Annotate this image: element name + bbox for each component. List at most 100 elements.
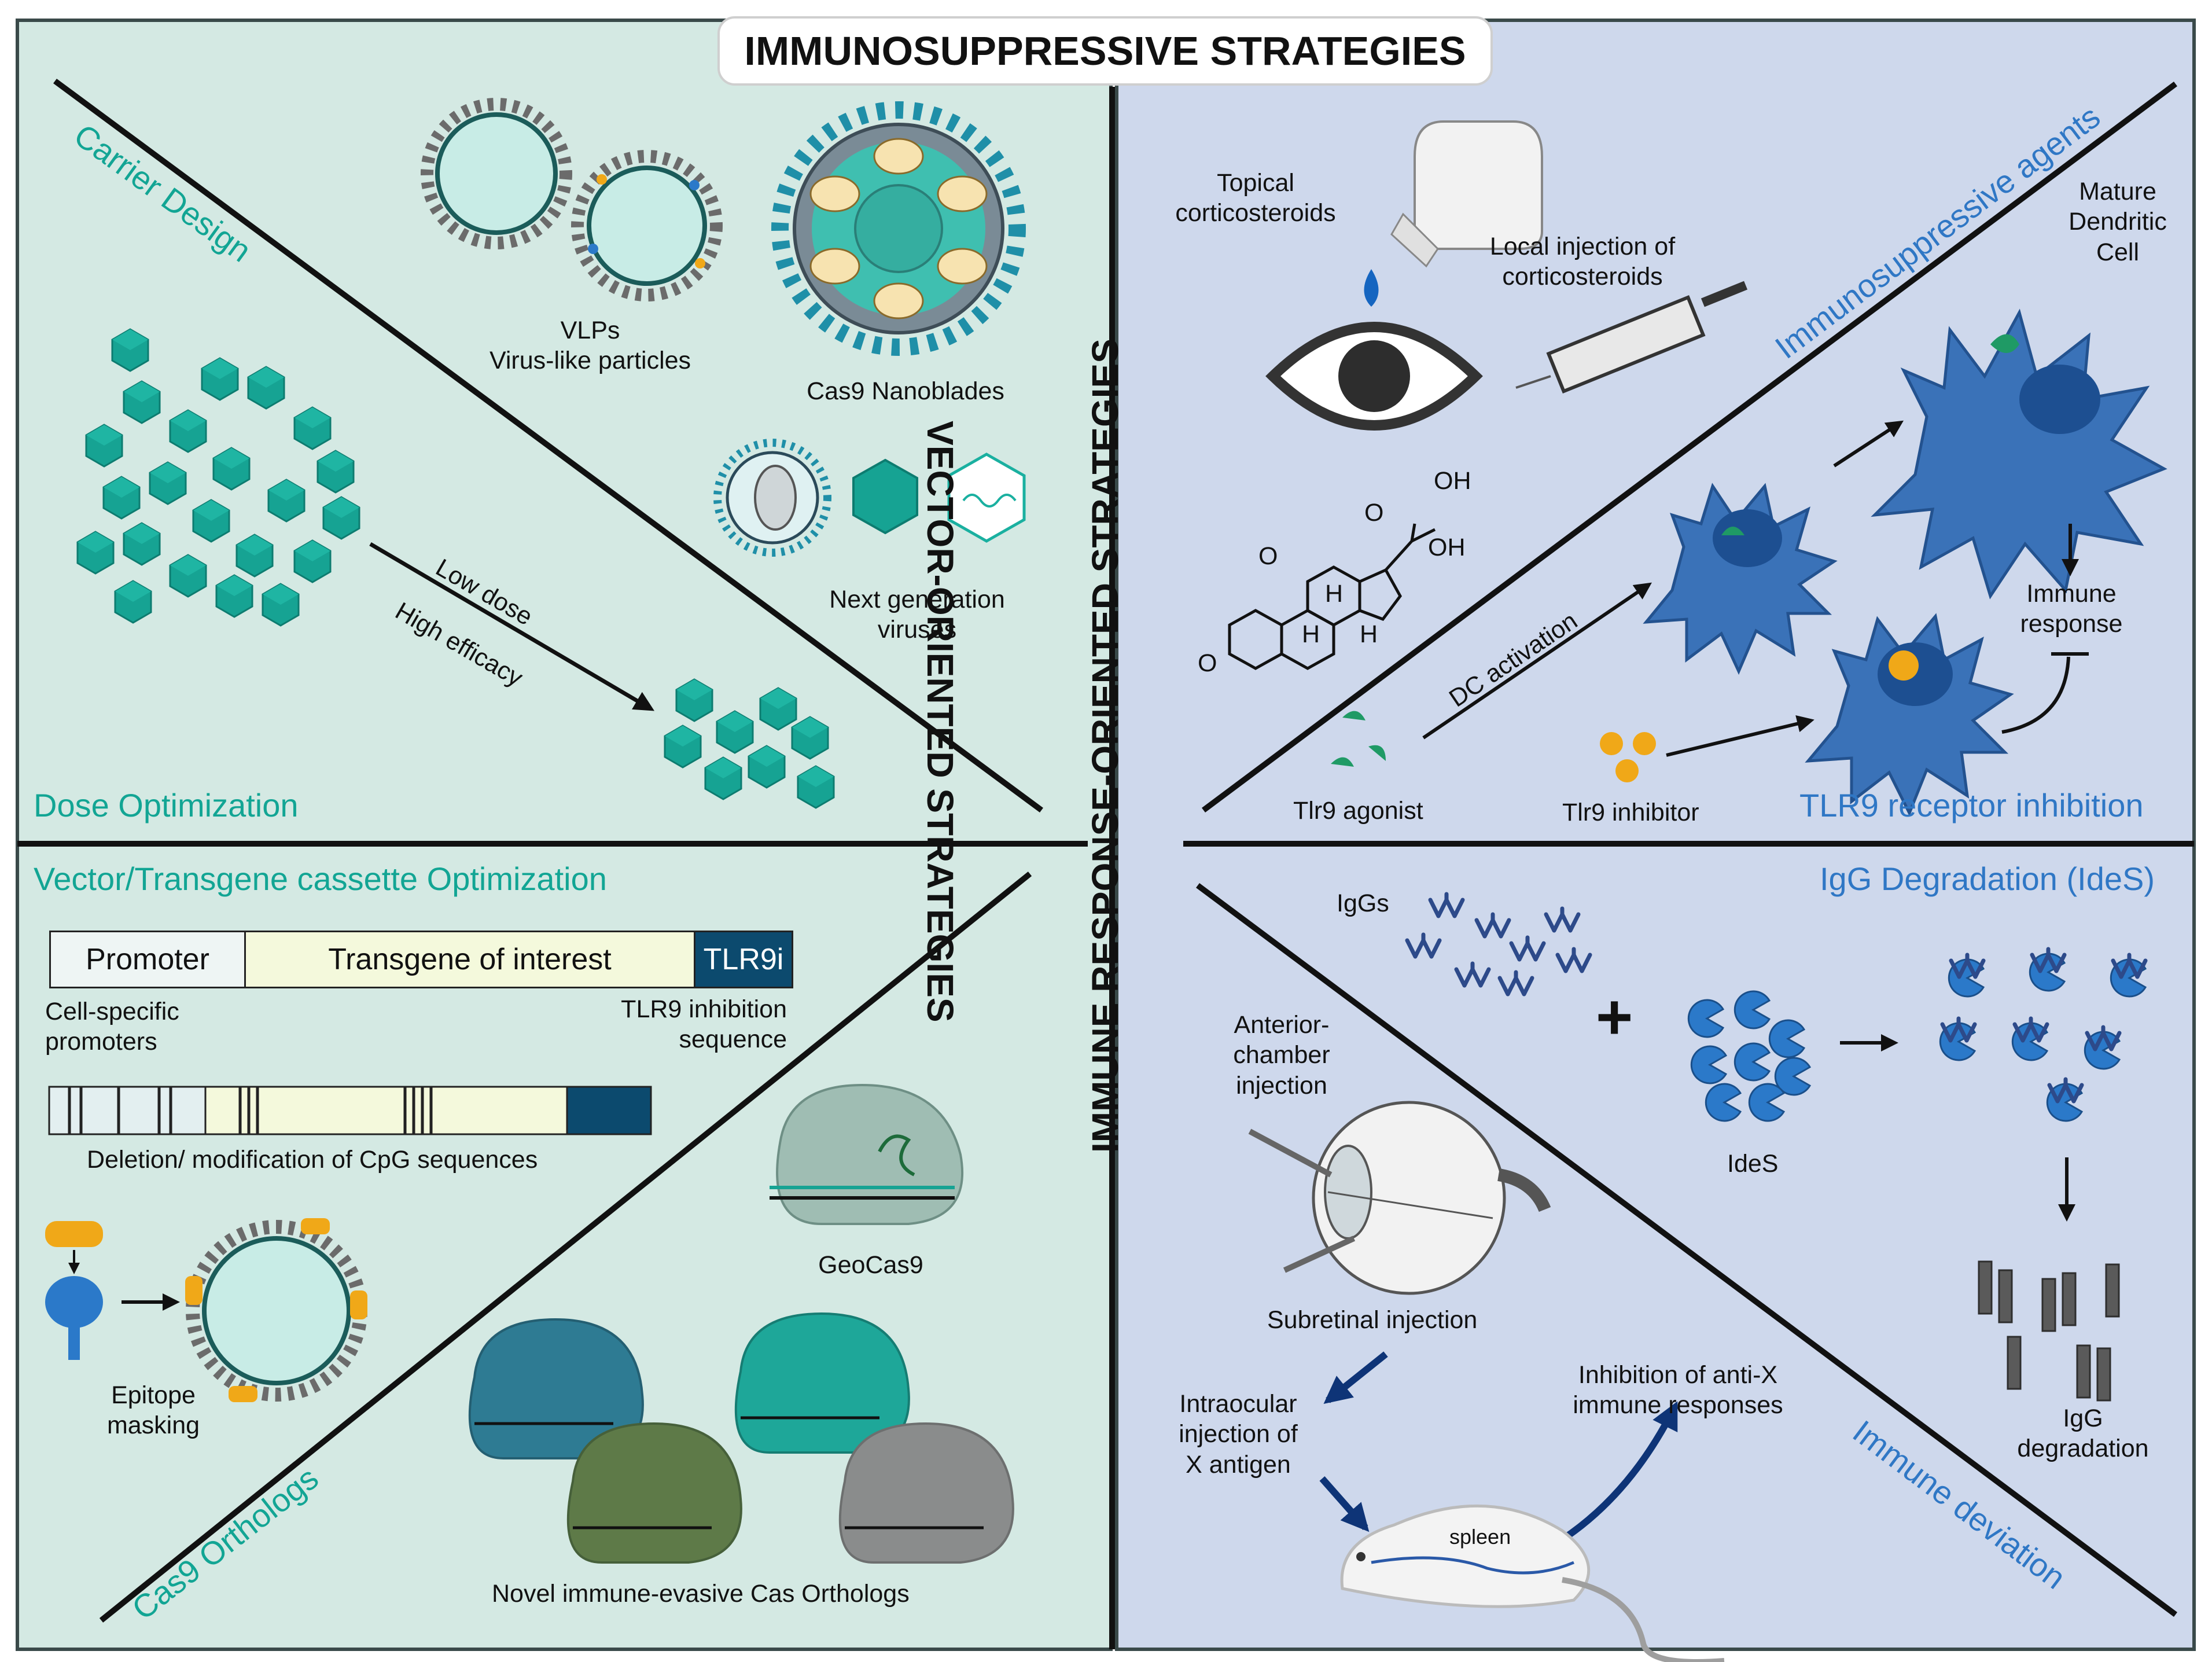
igg-deg-line2: degradation (2017, 1435, 2149, 1463)
iggs-label: IgGs (1337, 889, 1389, 917)
epitope-masking-illustration (45, 1218, 367, 1402)
mature-dendritic-cell-label: Mature Dendritic Cell (2060, 177, 2176, 267)
immune-response-label: Immune response (2008, 579, 2135, 639)
topical-corticosteroids-label: Topical corticosteroids (1166, 168, 1345, 229)
next-gen-virus-hexagon (947, 453, 1026, 543)
igg-deviation-diagonal (1196, 883, 2177, 1617)
subretinal-injection-label: Subretinal injection (1267, 1306, 1478, 1334)
steroid-h-c: H (1360, 620, 1378, 648)
tlr9-agonist-particles (1331, 711, 1386, 767)
tlr9-agonist-label: Tlr9 agonist (1293, 797, 1423, 825)
epitope-masking-label: Epitope masking (90, 1380, 217, 1441)
epitope-line1: Epitope (111, 1381, 196, 1409)
mature-line3: Cell (2096, 238, 2140, 266)
intraocular-line2: injection of (1179, 1420, 1298, 1448)
injection-needles (1248, 1128, 1356, 1273)
cas9-nanoblades-label: Cas9 Nanoblades (807, 377, 1004, 405)
igg-degradation-label: IgG degradation (2014, 1403, 2152, 1464)
agents-receptor-diagonal (1202, 81, 2177, 813)
promoter-segment: Promoter (49, 931, 246, 988)
dose-arrow (369, 542, 655, 711)
plus-sign: + (1596, 981, 1633, 1053)
tlr9-inhibitor-label: Tlr9 inhibitor (1562, 799, 1699, 826)
mature-line2: Dendritic (2069, 208, 2167, 236)
geocas9-illustration (770, 1083, 964, 1225)
mouse-to-inhibition-arrow (1551, 1401, 1679, 1549)
next-gen-virus-capsid (852, 458, 918, 535)
anterior-line1: Anterior- (1234, 1011, 1330, 1039)
cell-specific-promoters-label: Cell-specific promoters (45, 997, 179, 1057)
activated-dendritic-cell (1643, 483, 1838, 675)
local-injection-line2: corticosteroids (1502, 263, 1663, 291)
intraocular-line1: Intraocular (1179, 1390, 1297, 1418)
vlps-label-line1: VLPs (560, 317, 620, 344)
inhibition-curve (2001, 652, 2089, 734)
page-title: IMMUNOSUPPRESSIVE STRATEGIES (717, 16, 1493, 86)
immune-response-line2: response (2020, 610, 2123, 638)
epitope-line2: masking (106, 1411, 200, 1440)
anterior-line3: injection (1236, 1071, 1327, 1100)
tlr9-inhibition-sequence-label: TLR9 inhibition sequence (596, 994, 787, 1055)
text-layer: OH OH O O O H H H spleen + (1198, 467, 1633, 1549)
corticosteroid-structure (1228, 523, 1436, 670)
carrier-dose-diagonal (53, 78, 1043, 813)
cas-orthologs-illustrations (468, 1312, 1014, 1564)
intraocular-line3: X antigen (1186, 1450, 1291, 1479)
geocas9-label: GeoCas9 (818, 1251, 923, 1279)
vector-strategies-heading: VECTOR-ORIENTED STRATEGIES (919, 421, 961, 1023)
mature-line1: Mature (2079, 178, 2156, 205)
cassette-optimization-heading: Vector/Transgene cassette Optimization (34, 861, 607, 897)
steroid-o-ring: O (1258, 542, 1278, 570)
cpg-deletion-label: Deletion/ modification of CpG sequences (87, 1146, 538, 1174)
igg-deg-line1: IgG (2063, 1404, 2103, 1432)
steroid-o-ketone: O (1364, 499, 1383, 527)
inhibited-dendritic-cell (1805, 613, 2014, 817)
steroid-o-bottom: O (1198, 649, 1217, 677)
tlr9i-segment: TLR9i (694, 931, 793, 988)
syringe-illustration (1515, 281, 1748, 394)
next-gen-line1: Next generation (829, 586, 1005, 613)
steroid-h-a: H (1325, 580, 1343, 608)
cell-specific-line2: promoters (45, 1028, 157, 1056)
vlps-label-line2: Virus-like particles (489, 347, 691, 375)
tlr9-seq-line2: sequence (679, 1025, 787, 1054)
tlr9-receptor-inhibition-heading: TLR9 receptor inhibition (1799, 787, 2144, 823)
transgene-segment: Transgene of interest (244, 931, 695, 988)
cassette-orthologs-diagonal (99, 872, 1032, 1623)
vlps-label: VLPs Virus-like particles (480, 315, 700, 376)
intraocular-injection-label: Intraocular injection of X antigen (1166, 1389, 1311, 1480)
eye-drop-bottle (1364, 120, 1543, 307)
eye-illustration (1265, 322, 1483, 431)
steroid-oh-top: OH (1434, 467, 1471, 495)
inhibition-anti-x-label: Inhibition of anti-X immune responses (1556, 1360, 1799, 1421)
subretinal-to-intraocular-arrow (1323, 1351, 1388, 1404)
local-injection-line1: Local injection of (1489, 233, 1676, 260)
intraocular-to-mouse-arrow (1319, 1476, 1370, 1532)
spleen-label: spleen (1449, 1525, 1511, 1549)
cell-specific-line1: Cell-specific (45, 998, 179, 1025)
eye-cross-section (1312, 1101, 1551, 1295)
dose-optimization-heading: Dose Optimization (34, 787, 299, 823)
anterior-line2: chamber (1233, 1041, 1330, 1069)
degraded-igg-fragments (1978, 1260, 2120, 1402)
cpg-cassette-bar (48, 1086, 652, 1135)
immune-strategies-heading: IMMUNE RESPONSE-ORIENTED STRATEGIES (1084, 339, 1126, 1153)
topical-line2: corticosteroids (1175, 199, 1336, 227)
next-gen-line2: viruses (877, 616, 957, 644)
igg-degradation-heading: IgG Degradation (IdeS) (1820, 861, 2155, 897)
vlp-particle-plain (421, 98, 572, 249)
inhibition-line1: Inhibition of anti-X (1578, 1361, 1778, 1389)
local-injection-label: Local injection of corticosteroids (1470, 231, 1695, 292)
anterior-chamber-label: Anterior- chamber injection (1224, 1010, 1339, 1101)
dc-activation-arrow (1422, 582, 1652, 740)
immune-response-line1: Immune (2026, 580, 2117, 608)
inhibitor-arrow (1666, 715, 1814, 757)
mature-dendritic-cell (1871, 308, 2167, 600)
maturation-arrow (1833, 420, 1904, 468)
steroid-oh-side: OH (1428, 534, 1466, 561)
novel-orthologs-label: Novel immune-evasive Cas Orthologs (492, 1580, 910, 1608)
next-gen-virus-enveloped (713, 439, 831, 557)
topical-line1: Topical (1217, 169, 1294, 197)
ides-label: IdeS (1727, 1150, 1779, 1178)
